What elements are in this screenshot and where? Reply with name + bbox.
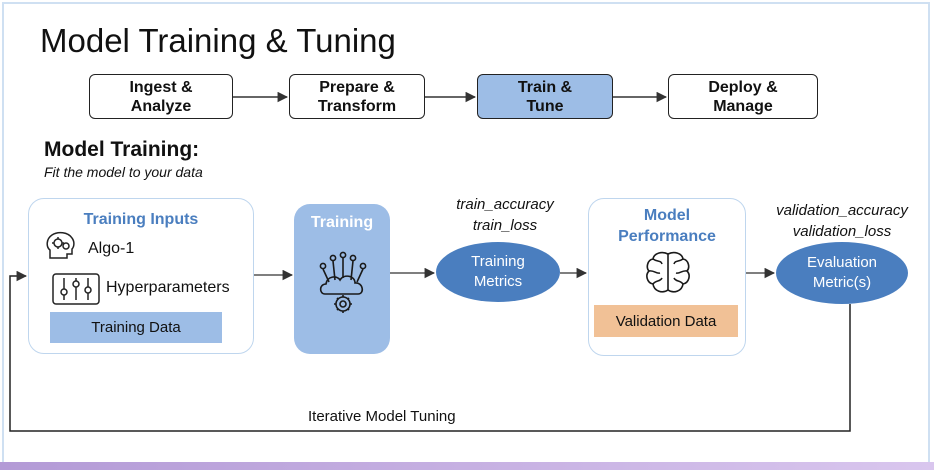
algo-label: Algo-1 [88, 240, 135, 257]
brain-icon [646, 251, 690, 293]
step-ingest-analyze: Ingest & Analyze [89, 74, 233, 119]
hyperparameters-label: Hyperparameters [106, 279, 230, 296]
training-metric-names: train_accuracy train_loss [456, 196, 554, 234]
iterative-tuning-label: Iterative Model Tuning [308, 408, 456, 425]
section-title: Model Training: [44, 138, 200, 161]
sliders-icon [52, 273, 100, 305]
training-heading: Training [310, 214, 374, 231]
step-train-tune: Train & Tune [477, 74, 613, 119]
bottom-bar [0, 462, 934, 470]
validation-data-box: Validation Data [594, 305, 738, 337]
section-subtitle: Fit the model to your data [44, 164, 203, 180]
training-metrics-ellipse: Training Metrics [436, 242, 560, 302]
neural-network-cloud-icon [319, 251, 367, 313]
training-panel: Training [294, 204, 390, 354]
feedback-loop-line [9, 270, 851, 432]
evaluation-metrics-ellipse: Evaluation Metric(s) [776, 242, 908, 304]
step-prepare-transform: Prepare & Transform [289, 74, 425, 119]
validation-metric-names: validation_accuracy validation_loss [776, 202, 908, 240]
step-deploy-manage: Deploy & Manage [668, 74, 818, 119]
training-inputs-heading: Training Inputs [83, 211, 199, 228]
gears-head-icon [46, 231, 75, 259]
page-title: Model Training & Tuning [40, 22, 396, 59]
model-performance-heading: Model Performance [618, 207, 716, 245]
training-data-box: Training Data [50, 312, 222, 343]
